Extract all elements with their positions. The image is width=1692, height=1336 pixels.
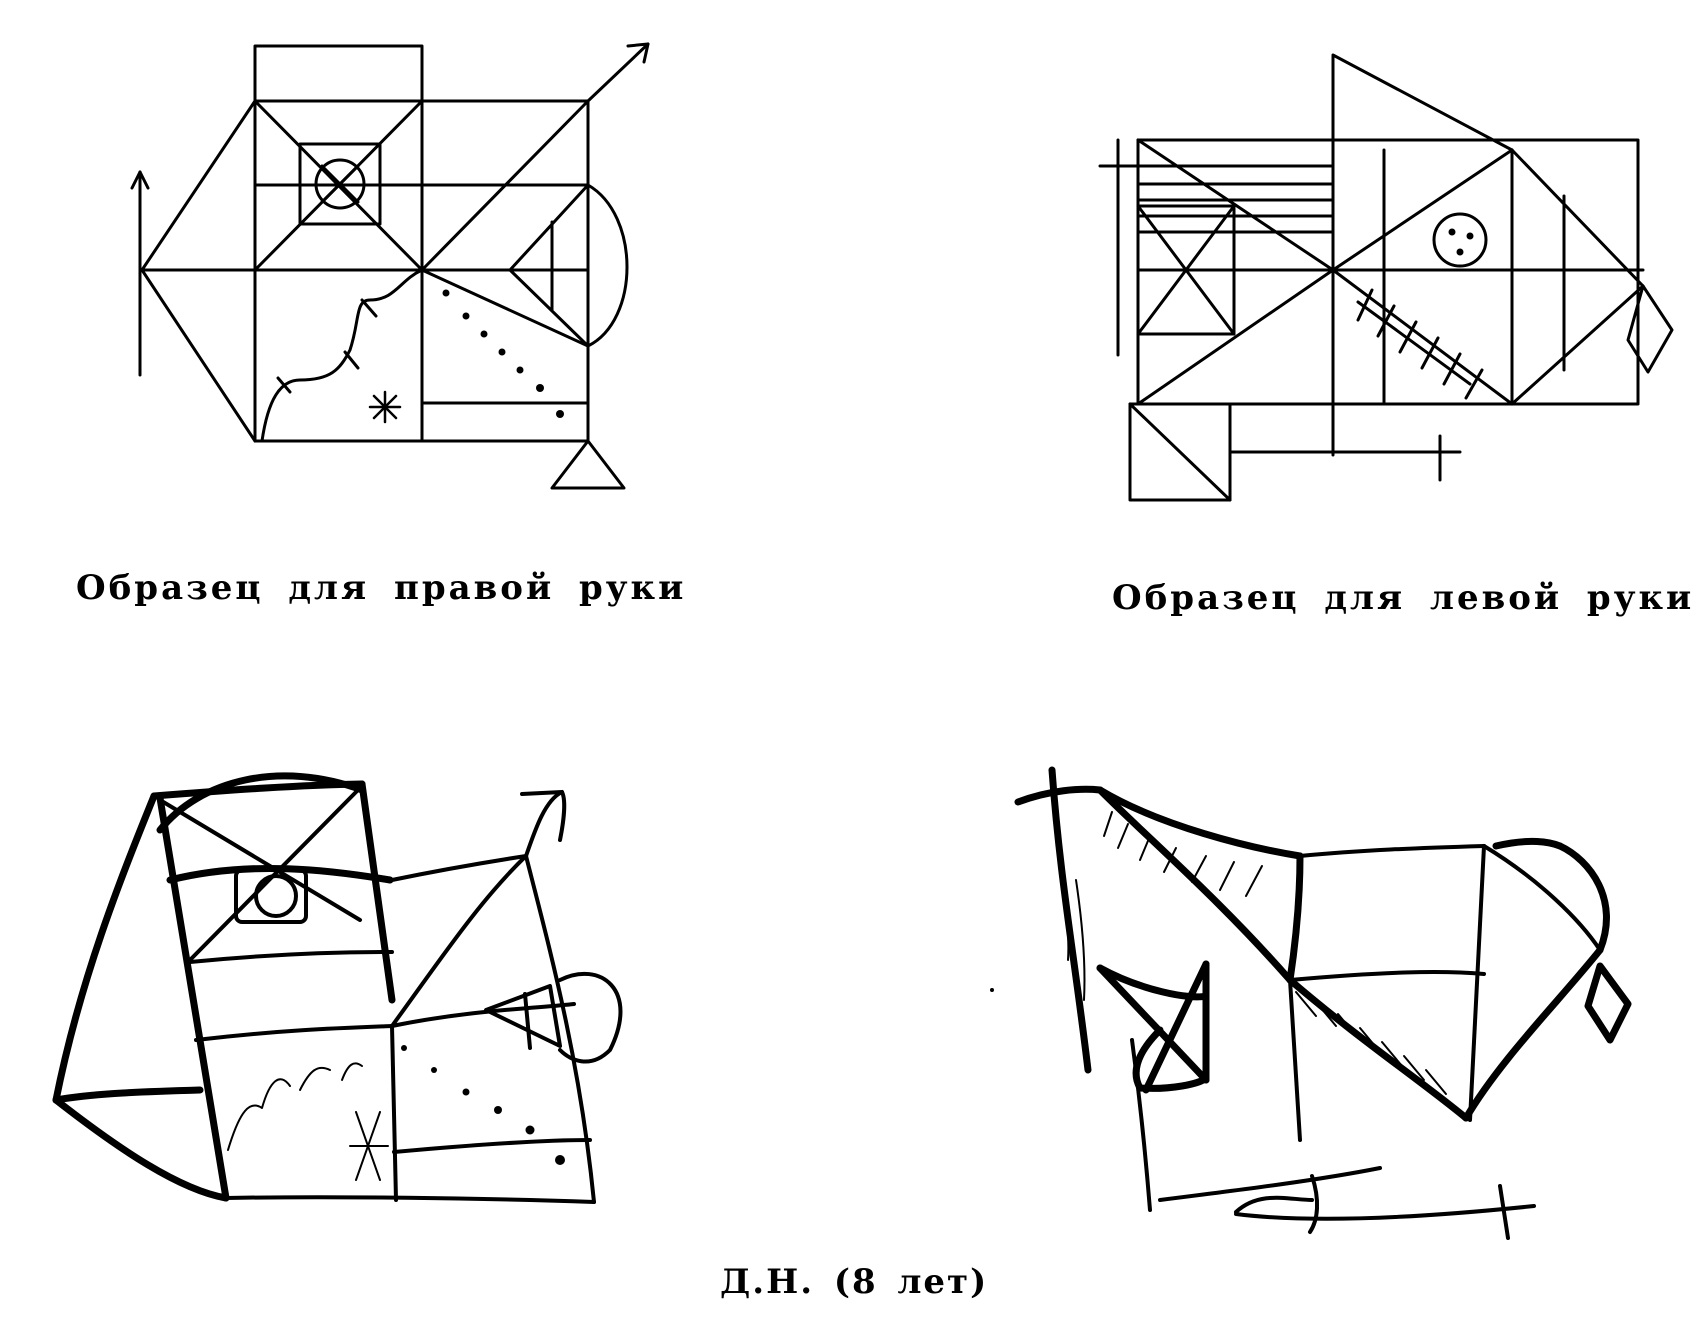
- caption-right-hand-sample: Образец для правой руки: [76, 568, 687, 608]
- caption-left-hand-sample: Образец для левой руки: [1112, 578, 1692, 618]
- caption-author: Д.Н. (8 лет): [720, 1262, 989, 1302]
